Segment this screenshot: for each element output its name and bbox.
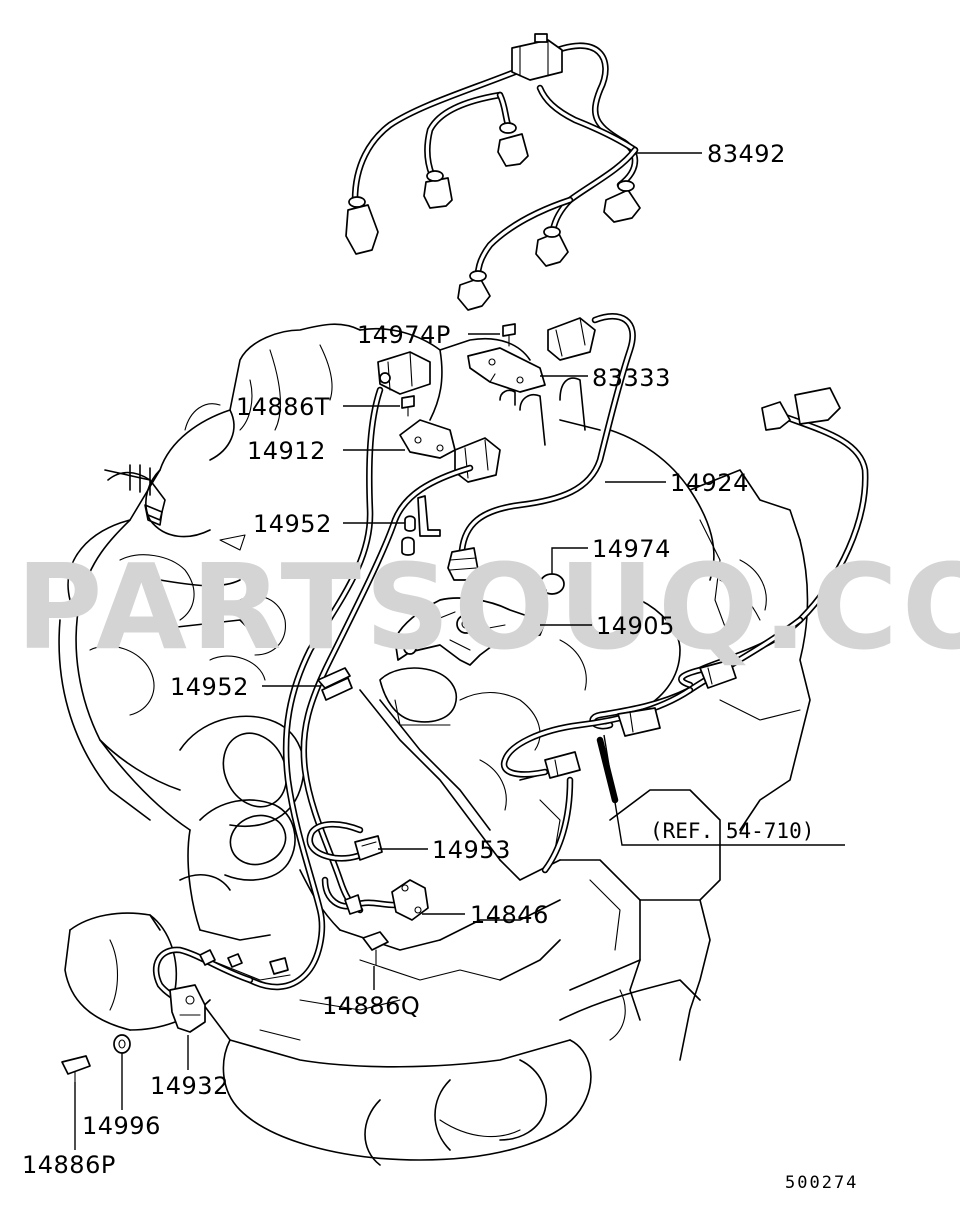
plug-14974 [537, 573, 565, 601]
bolt-14974P [502, 323, 516, 347]
callout-14886T[interactable]: 14886T [236, 393, 330, 421]
callout-14952-lower[interactable]: 14952 [170, 673, 249, 701]
sensor-14846 [344, 879, 429, 921]
bracket-14912 [399, 419, 456, 459]
callout-14846[interactable]: 14846 [470, 901, 549, 929]
callout-14912[interactable]: 14912 [247, 437, 326, 465]
sensor-14932 [169, 949, 289, 1033]
callout-14932[interactable]: 14932 [150, 1072, 229, 1100]
plug-connector-3 [497, 122, 529, 167]
callout-14905[interactable]: 14905 [596, 612, 675, 640]
clamp-14952-upper [401, 495, 441, 556]
plug-connector-1 [345, 196, 379, 255]
plug-connector-5 [535, 226, 569, 267]
connector-left [377, 351, 431, 395]
callout-14886Q[interactable]: 14886Q [322, 992, 420, 1020]
bolt-14886T [401, 395, 415, 417]
washer-14996 [113, 1034, 131, 1054]
callout-14886P[interactable]: 14886P [22, 1151, 116, 1179]
bracket-14905 [394, 597, 546, 666]
clamp-14953 [354, 835, 383, 861]
plug-connector-6 [457, 270, 491, 311]
callout-83333[interactable]: 83333 [592, 364, 671, 392]
connector-center [454, 437, 501, 483]
leader-lines [74, 152, 845, 1150]
diagram-code: 500274 [785, 1173, 858, 1193]
callout-14974[interactable]: 14974 [592, 535, 671, 563]
ignition-harness-83492 [345, 33, 641, 311]
callout-14996[interactable]: 14996 [82, 1112, 161, 1140]
callout-14924[interactable]: 14924 [670, 469, 749, 497]
harness-14924 [447, 313, 636, 581]
callout-14953[interactable]: 14953 [432, 836, 511, 864]
plug-connector-2 [423, 170, 453, 209]
sensor-harness-main [152, 386, 474, 1009]
bracket-83333 [467, 347, 546, 393]
reference-label[interactable]: (REF. 54-710) [650, 819, 814, 843]
callout-labels: 83492 14974P 83333 14886T 14912 14924 14… [22, 140, 858, 1193]
plug-connector-4 [603, 180, 641, 223]
watermark-text: PARTSOUQ.COM [16, 538, 960, 676]
callout-83492[interactable]: 83492 [707, 140, 786, 168]
clamp-14952-lower [317, 667, 353, 701]
callout-14974P[interactable]: 14974P [357, 321, 451, 349]
bolt-14886P [61, 1055, 91, 1083]
callout-14952-upper[interactable]: 14952 [253, 510, 332, 538]
bolt-14886Q [362, 931, 389, 966]
